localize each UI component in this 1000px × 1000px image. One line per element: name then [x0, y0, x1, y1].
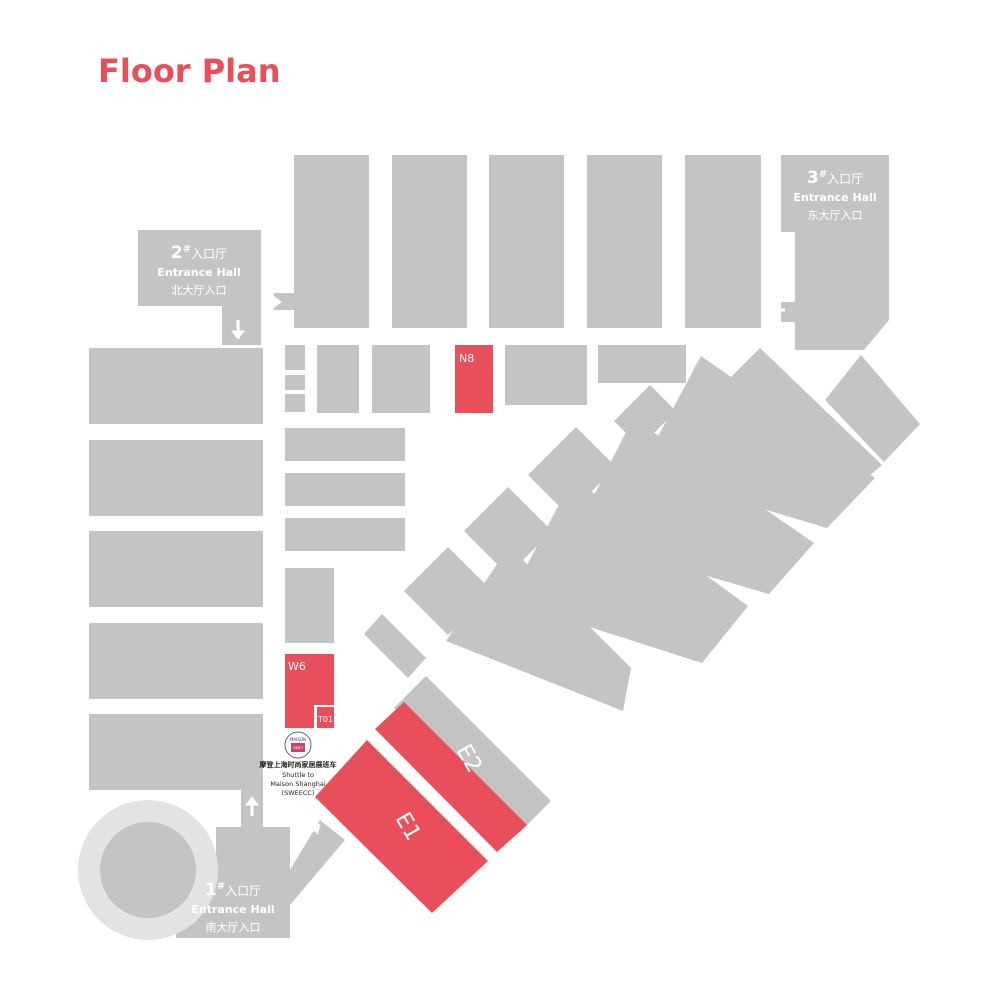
entrance-hall-1-block[interactable] [176, 820, 345, 938]
entrance-1-number: 1 [205, 880, 217, 900]
entrance-2-sup: # [183, 244, 191, 255]
hall-west-5[interactable] [89, 714, 263, 790]
hall-west-2[interactable] [89, 440, 263, 516]
shuttle-line2: Maison Shanghai [270, 780, 326, 788]
hall-small-3[interactable] [285, 394, 305, 412]
hall-n10[interactable] [598, 345, 686, 383]
hall-diag-small-3[interactable] [464, 487, 552, 575]
hall-north-1[interactable] [274, 155, 369, 328]
arrow-down-left-icon [785, 353, 801, 369]
hall-west-1[interactable] [89, 348, 263, 424]
arrow-down-icon [837, 352, 851, 372]
arrow-up-right-icon [304, 823, 321, 838]
entrance-1-sup: # [217, 881, 225, 892]
hall-e8[interactable] [708, 348, 882, 500]
hall-t01[interactable] [317, 707, 334, 728]
hall-e4[interactable] [446, 546, 631, 711]
entrance-hall-2-connector [222, 306, 261, 345]
hall-w-strip-1[interactable] [285, 428, 405, 461]
hall-e5[interactable] [508, 478, 748, 663]
hall-w-strip-2[interactable] [285, 473, 405, 506]
entrance-3-cn-name: 入口厅 [827, 172, 863, 186]
hall-n8[interactable] [455, 345, 493, 413]
shuttle-line1: Shuttle to [282, 771, 314, 779]
hall-west-4[interactable] [89, 623, 263, 699]
entrance-3-number: 3 [807, 168, 819, 188]
entrance-hall-2-block[interactable] [138, 230, 261, 306]
hall-t01-label: T01 [317, 715, 333, 724]
maison-logo-mark [291, 743, 305, 752]
highlighted-halls [285, 345, 527, 913]
hub-inner-circle [100, 822, 196, 918]
circular-hub [78, 800, 218, 940]
entrance-hall-3-block[interactable] [781, 155, 889, 232]
arrow-right-icon [262, 295, 282, 309]
hall-e3[interactable] [394, 676, 551, 833]
hall-n9[interactable] [505, 345, 587, 405]
hall-diag-small-1[interactable] [364, 614, 426, 678]
hall-diag-small-4[interactable] [528, 427, 616, 515]
entrance-1-cn-name: 入口厅 [225, 884, 261, 898]
hall-e7[interactable] [639, 356, 875, 528]
hall-north-3[interactable] [489, 155, 564, 328]
hall-n1[interactable] [317, 345, 359, 413]
entrance-2-en: Entrance Hall [157, 266, 240, 279]
hall-north-5[interactable] [685, 155, 761, 328]
entrance-3-en: Entrance Hall [793, 191, 876, 204]
entrance-3-cn: 东大厅入口 [808, 208, 863, 222]
arrow-left-icon [765, 303, 785, 317]
hall-small-2[interactable] [285, 375, 305, 390]
entrance-3-title: 3#入口厅 [807, 168, 863, 188]
maison-logo-bottom: OBJET [293, 746, 304, 750]
hall-north-4[interactable] [587, 155, 662, 328]
hall-n2[interactable] [372, 345, 430, 413]
hall-w6[interactable] [285, 654, 334, 728]
hall-e9[interactable] [825, 355, 920, 462]
entrance-1-en: Entrance Hall [191, 903, 274, 916]
hall-e1[interactable] [315, 740, 488, 913]
hall-north-2[interactable] [392, 155, 467, 328]
shuttle-cn: 摩登上海时尚家居展班车 [259, 760, 337, 769]
entrance-2-number: 2 [171, 243, 183, 263]
arrow-down-icon [231, 320, 245, 340]
hall-small-1[interactable] [285, 345, 305, 370]
entrance-2-cn: 北大厅入口 [172, 283, 227, 297]
hall-w-strip-3[interactable] [285, 518, 405, 551]
entrance-1-cn: 南大厅入口 [206, 920, 261, 934]
hall-e2[interactable] [375, 702, 527, 852]
entrance-hall-3-connector [781, 232, 889, 350]
entrance-3-sup: # [819, 169, 827, 180]
entrance-2-cn-name: 入口厅 [191, 247, 227, 261]
entrance-1-title: 1#入口厅 [205, 880, 261, 900]
arrow-up-icon [245, 796, 259, 816]
shuttle-line3: (SWEECC) [282, 789, 315, 797]
hall-west-3[interactable] [89, 531, 263, 607]
hall-n8-label: N8 [459, 352, 474, 365]
maison-logo-top: MAISON [290, 737, 306, 742]
hall-w6-label: W6 [288, 660, 306, 673]
shuttle-info: MAISON OBJET 摩登上海时尚家居展班车 Shuttle to Mais… [259, 731, 337, 797]
hall-e6[interactable] [573, 418, 814, 594]
entrance-2-title: 2#入口厅 [171, 243, 227, 263]
gray-halls [89, 155, 920, 938]
hall-w7[interactable] [285, 568, 334, 643]
page-title: Floor Plan [98, 52, 281, 90]
